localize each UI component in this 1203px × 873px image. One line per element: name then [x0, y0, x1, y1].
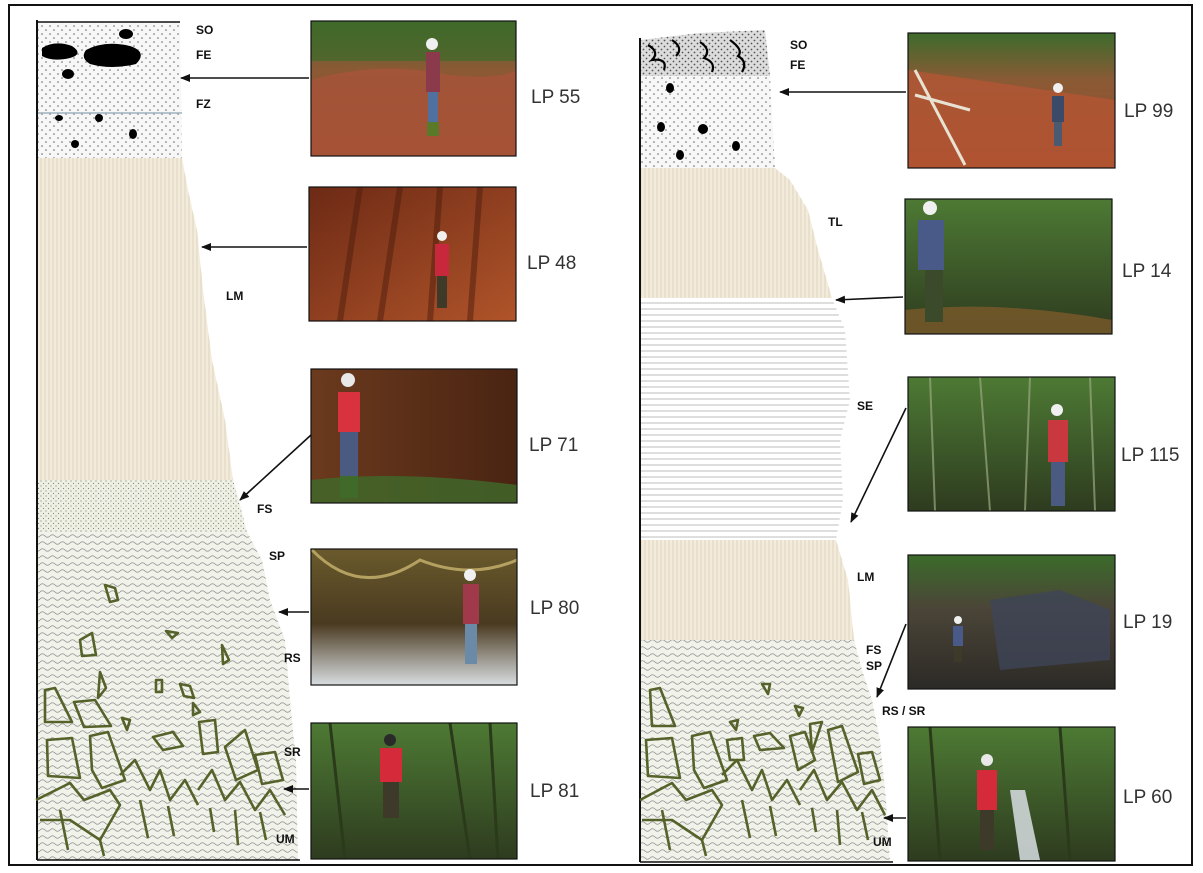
geologist-figure [1052, 83, 1064, 146]
geologist-figure [435, 231, 449, 308]
left-label-fe: FE [196, 48, 211, 62]
arrow-lp14 [835, 295, 904, 304]
right-zone-fs-sp-rs-um [640, 640, 890, 862]
geologist-figure [463, 569, 479, 664]
arrows [180, 74, 907, 822]
geologist-figure [426, 38, 440, 136]
left-zone-labels: SO FE FZ LM FS SP RS SR UM [196, 23, 301, 846]
left-label-sr: SR [284, 745, 301, 759]
left-label-fz: FZ [196, 97, 211, 111]
photo-label-lp99: LP 99 [1124, 101, 1173, 122]
photo-label-lp115: LP 115 [1121, 445, 1179, 466]
geologist-figure [977, 754, 997, 850]
photo-lp60 [907, 726, 1116, 862]
photo-label-lp80: LP 80 [530, 598, 579, 619]
left-label-so: SO [196, 23, 213, 37]
photo-lp14 [904, 198, 1113, 335]
left-photo-labels: LP 55 LP 48 LP 71 LP 80 LP 81 [527, 87, 580, 802]
left-bedrock-fragments [35, 583, 287, 857]
left-zone-lm [37, 158, 233, 480]
geologist-figure [338, 373, 360, 498]
right-profile-column [639, 30, 893, 863]
left-label-rs: RS [284, 651, 301, 665]
left-ironstone-nodules [42, 29, 141, 148]
left-label-sp: SP [269, 549, 285, 563]
photo-lp55 [310, 20, 517, 157]
geologist-figure [918, 201, 944, 322]
right-zone-fe [640, 76, 775, 168]
right-label-rs-sr: RS / SR [882, 704, 926, 718]
photo-label-lp81: LP 81 [530, 781, 579, 802]
right-label-lm: LM [857, 570, 874, 584]
photo-lp48 [308, 186, 517, 322]
geologist-figure [380, 734, 402, 818]
right-zone-se [640, 298, 850, 540]
geologist-figure [953, 616, 963, 662]
photo-label-lp48: LP 48 [527, 253, 576, 274]
right-zone-labels: SO FE TL SE LM FS SP RS / SR UM [790, 38, 926, 849]
right-zone-so-fe [640, 30, 770, 76]
photo-lp19 [907, 554, 1116, 690]
geologist-figure [1048, 404, 1068, 506]
right-label-tl: TL [828, 215, 843, 229]
right-photo-labels: LP 99 LP 14 LP 115 LP 19 LP 60 [1121, 101, 1179, 808]
photo-lp81 [310, 722, 518, 860]
left-zone-fs [37, 480, 247, 532]
right-bedrock-fragments [639, 682, 887, 857]
right-label-fe: FE [790, 58, 805, 72]
photo-label-lp14: LP 14 [1122, 261, 1172, 282]
left-zone-sp-rs-sr-um [37, 532, 298, 860]
photo-label-lp19: LP 19 [1123, 612, 1172, 633]
right-zone-lm [640, 540, 854, 640]
arrow-lp115 [850, 407, 907, 523]
photo-lp71 [310, 368, 518, 504]
left-label-lm: LM [226, 289, 243, 303]
arrow-lp19 [876, 623, 907, 698]
photo-label-lp60: LP 60 [1123, 787, 1172, 808]
figure-frame [8, 4, 1193, 866]
right-zone-tl [640, 168, 832, 298]
right-label-sp: SP [866, 659, 882, 673]
left-zone-so-fe-fz [37, 22, 182, 158]
right-soil-cracks [647, 39, 746, 73]
right-ironstone-nodules [657, 83, 740, 160]
left-label-fs: FS [257, 502, 272, 516]
right-label-se: SE [857, 399, 873, 413]
right-label-so: SO [790, 38, 807, 52]
left-profile-column [35, 20, 300, 861]
left-label-um: UM [276, 832, 295, 846]
photo-lp99 [907, 32, 1116, 169]
photo-label-lp71: LP 71 [529, 435, 578, 456]
photo-label-lp55: LP 55 [531, 87, 580, 108]
right-label-fs: FS [866, 643, 881, 657]
photo-lp115 [907, 376, 1116, 512]
arrow-lp71 [239, 434, 312, 501]
right-label-um: UM [873, 835, 892, 849]
photo-lp80 [309, 547, 518, 686]
